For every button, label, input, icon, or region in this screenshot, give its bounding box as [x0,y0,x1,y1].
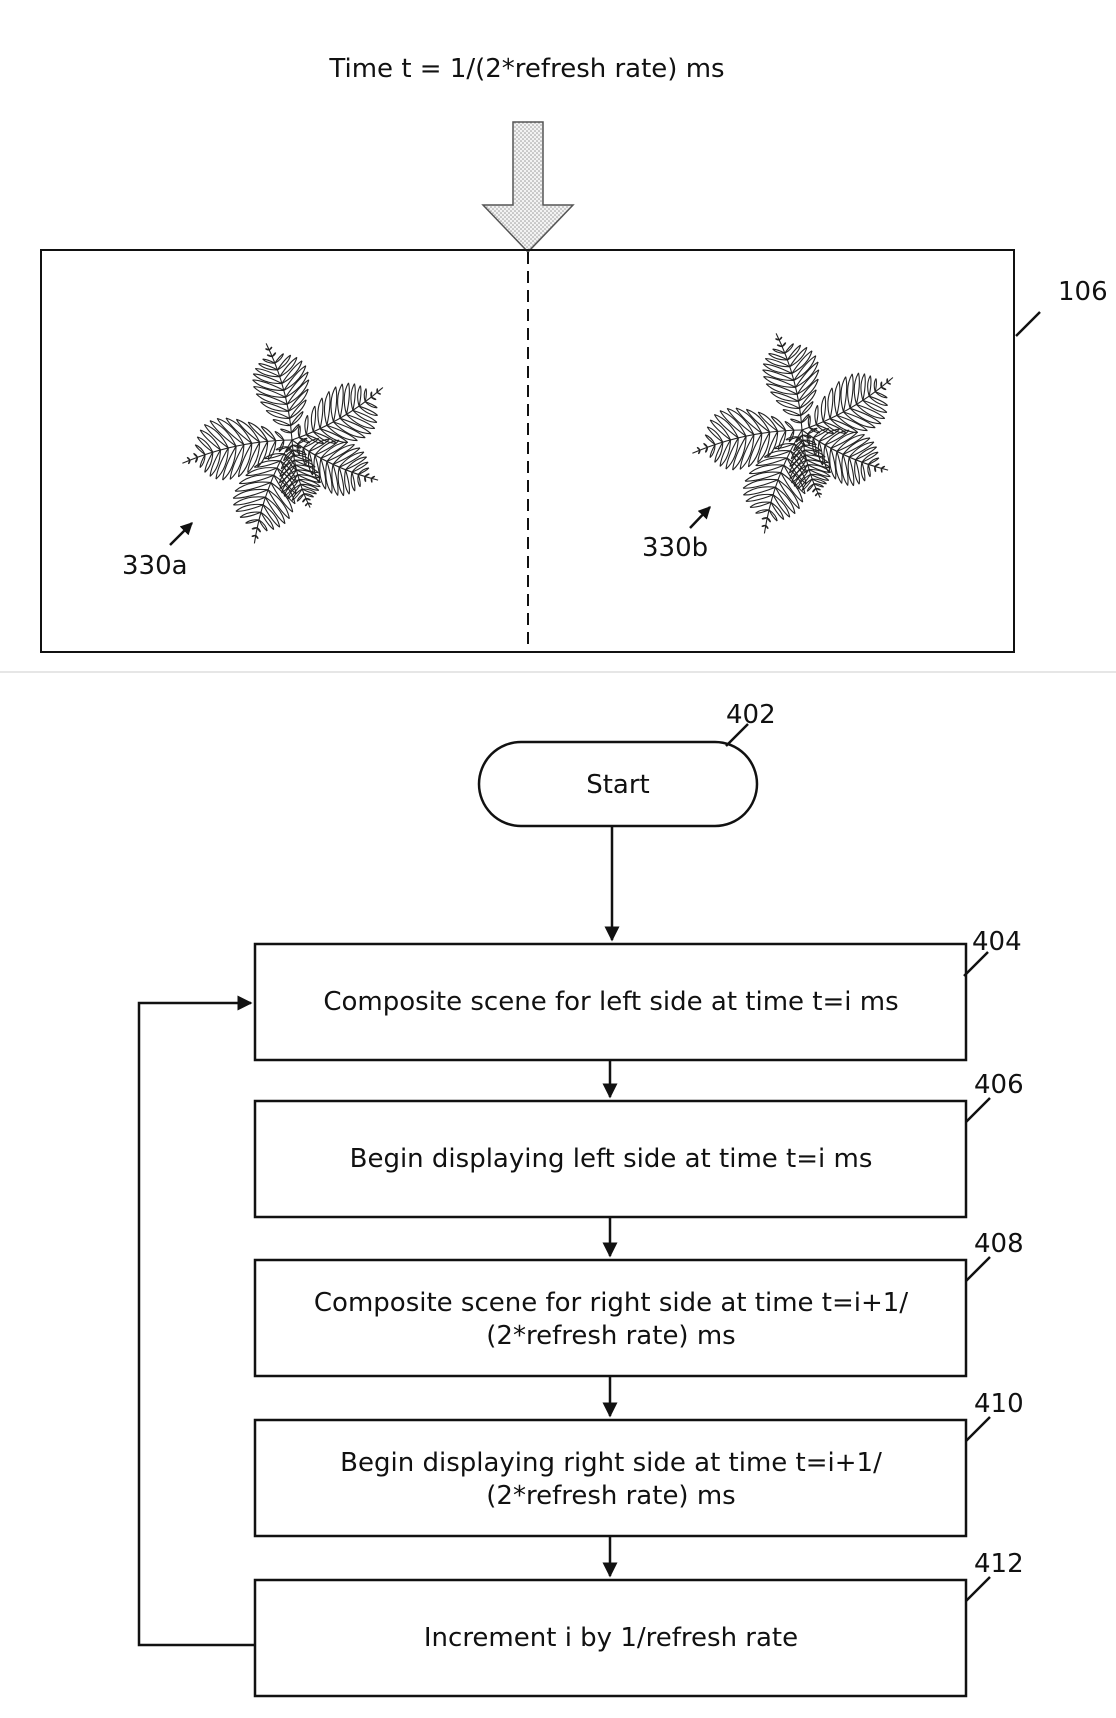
step-410-text-line-1: Begin displaying right side at time t=i+… [340,1448,882,1478]
step-408-ref: 408 [974,1229,1024,1259]
time-caption: Time t = 1/(2*refresh rate) ms [328,54,724,84]
left-fern-image [182,343,384,544]
start-terminator [477,740,759,828]
step-406: Begin displaying left side at time t=i m… [253,1070,1024,1219]
display-frame [40,249,1015,653]
step-408-text-line-2: (2*refresh rate) ms [486,1321,735,1351]
step-404-ref: 404 [972,927,1022,957]
step-408-text-line-1: Composite scene for right side at time t… [314,1288,908,1318]
step-410-text-line-2: (2*refresh rate) ms [486,1481,735,1511]
step-412-text: Increment i by 1/refresh rate [424,1623,798,1653]
left-image-ref-label: 330a [122,551,188,581]
step-410-ref: 410 [974,1389,1024,1419]
step-412: Increment i by 1/refresh rate 412 [253,1549,1024,1698]
left-image-pointer-icon [169,522,193,546]
step-404: Composite scene for left side at time t=… [253,927,1022,1062]
step-404-text: Composite scene for left side at time t=… [323,987,898,1017]
step-406-ref: 406 [974,1070,1024,1100]
display-ref-label: 106 [1058,277,1108,307]
down-arrow-icon [481,121,575,254]
step-412-ref: 412 [974,1549,1024,1579]
right-image-ref-label: 330b [642,533,708,563]
step-410: Begin displaying right side at time t=i+… [253,1389,1024,1538]
right-image-pointer-icon [689,506,711,529]
start-ref-label: 402 [726,700,776,730]
step-406-text: Begin displaying left side at time t=i m… [350,1144,873,1174]
start-label: Start [586,770,650,800]
right-fern-image [692,333,894,534]
step-408: Composite scene for right side at time t… [253,1229,1024,1378]
loop-back-connector [137,995,255,1647]
